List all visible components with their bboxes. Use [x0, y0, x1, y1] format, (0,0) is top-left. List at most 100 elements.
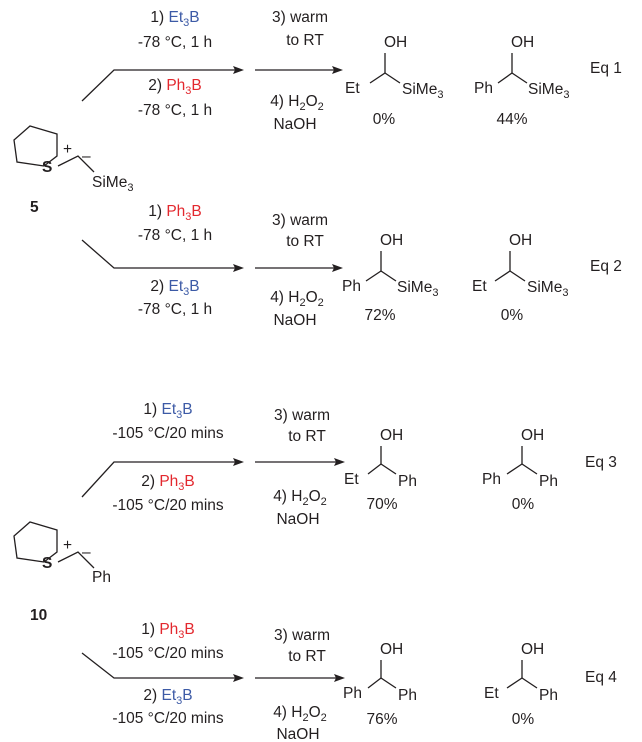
- eq3-prodB-bonds: [506, 463, 538, 475]
- eq1-step4b: NaOH: [273, 116, 316, 133]
- thiolane-ring-10: [13, 521, 58, 563]
- eq3-prodA-bonds: [367, 463, 397, 475]
- eq4-prodA-ph-left: Ph: [343, 685, 362, 702]
- reagent-10-ph: Ph: [92, 569, 111, 586]
- eq4-yield-a: 76%: [366, 711, 397, 728]
- eq3-cond1: -105 °C/20 mins: [112, 425, 224, 442]
- eq1-step4: 4) H2O2: [270, 93, 324, 113]
- reagent-10-structure: S + – Ph 10: [13, 521, 111, 624]
- eq1-label: Eq 1: [590, 60, 622, 77]
- reagent-5-label: 5: [30, 199, 39, 216]
- eq3-step2: 2) Ph3B: [141, 473, 195, 493]
- eq4-yield-b: 0%: [512, 711, 535, 728]
- eq2-cond2: -78 °C, 1 h: [138, 301, 212, 318]
- eq4-arrowhead: [233, 674, 244, 682]
- eq3-prodA-et: Et: [344, 471, 359, 488]
- eq2-label: Eq 2: [590, 258, 622, 275]
- eq3-prodB-ph-left: Ph: [482, 471, 501, 488]
- eq3-step4b: NaOH: [276, 511, 319, 528]
- eq3-prodA-ph: Ph: [398, 473, 417, 490]
- eq1-prodB-ph: Ph: [474, 80, 493, 97]
- eq2-prodB-et: Et: [472, 278, 487, 295]
- eq3-workup-arrowhead: [334, 458, 345, 466]
- eq2-step1: 1) Ph3B: [148, 203, 202, 223]
- equation-2: 1) Ph3B -78 °C, 1 h 2) Et3B -78 °C, 1 h …: [81, 203, 622, 329]
- eq2-step4b: NaOH: [273, 312, 316, 329]
- equation-1: 1) Et3B -78 °C, 1 h 2) Ph3B -78 °C, 1 h …: [81, 9, 622, 133]
- eq1-step1: 1) Et3B: [150, 9, 199, 29]
- eq1-arrow-shaft: [81, 69, 236, 102]
- thiolane-ring-5: [13, 125, 58, 167]
- eq1-prodA-si: SiMe3: [402, 81, 443, 101]
- eq4-step3b: to RT: [288, 648, 326, 665]
- reagent-10-plus: +: [63, 537, 72, 554]
- eq2-yield-b: 0%: [501, 307, 524, 324]
- eq2-prodB-oh: OH: [509, 232, 532, 249]
- eq2-arrow-shaft: [81, 239, 236, 269]
- eq1-arrowhead: [233, 66, 244, 74]
- eq2-prodA-oh: OH: [380, 232, 403, 249]
- eq3-prodB-oh: OH: [521, 427, 544, 444]
- eq1-prodB-oh: OH: [511, 34, 534, 51]
- eq2-step3b: to RT: [286, 233, 324, 250]
- eq1-prodB-bonds: [497, 72, 528, 84]
- eq1-prodA-et: Et: [345, 80, 360, 97]
- eq2-step4: 4) H2O2: [270, 289, 324, 309]
- eq3-yield-b: 0%: [512, 496, 535, 513]
- eq4-step2: 2) Et3B: [143, 687, 192, 707]
- eq2-prodA-ph: Ph: [342, 278, 361, 295]
- eq3-arrow-shaft: [81, 461, 236, 498]
- eq4-step3: 3) warm: [274, 627, 330, 644]
- eq2-prodA-si: SiMe3: [397, 279, 438, 299]
- equation-3: 1) Et3B -105 °C/20 mins 2) Ph3B -105 °C/…: [81, 401, 617, 528]
- eq3-step1: 1) Et3B: [143, 401, 192, 421]
- reagent-5-ch2: [57, 155, 95, 173]
- reagent-5-minus: –: [82, 148, 91, 165]
- eq4-label: Eq 4: [585, 669, 617, 686]
- eq2-prodA-bonds: [365, 270, 397, 282]
- eq4-step4: 4) H2O2: [273, 704, 327, 724]
- eq2-cond1: -78 °C, 1 h: [138, 227, 212, 244]
- eq4-prodB-ph: Ph: [539, 687, 558, 704]
- eq3-step3b: to RT: [288, 428, 326, 445]
- eq1-yield-b: 44%: [496, 111, 527, 128]
- reagent-10-label: 10: [30, 607, 47, 624]
- eq1-prodA-oh: OH: [384, 34, 407, 51]
- reagent-10-minus: –: [82, 544, 91, 561]
- eq4-cond2: -105 °C/20 mins: [112, 710, 224, 727]
- eq3-prodA-oh: OH: [380, 427, 403, 444]
- eq1-prodB-si: SiMe3: [528, 81, 569, 101]
- eq2-arrowhead: [233, 264, 244, 272]
- eq3-prodB-ph-right: Ph: [539, 473, 558, 490]
- reagent-10-ch2: [57, 551, 95, 569]
- eq4-prodB-et: Et: [484, 685, 499, 702]
- eq1-yield-a: 0%: [373, 111, 396, 128]
- eq1-workup-arrowhead: [332, 66, 343, 74]
- eq2-workup-arrowhead: [332, 264, 343, 272]
- reagent-5-plus: +: [63, 141, 72, 158]
- eq2-step3: 3) warm: [272, 212, 328, 229]
- eq2-prodB-bonds: [494, 270, 526, 282]
- eq4-cond1: -105 °C/20 mins: [112, 645, 224, 662]
- eq2-prodB-si: SiMe3: [527, 279, 568, 299]
- reagent-5-si: SiMe3: [92, 174, 133, 194]
- eq3-label: Eq 3: [585, 454, 617, 471]
- eq4-prodA-oh: OH: [380, 641, 403, 658]
- eq1-step2: 2) Ph3B: [148, 77, 202, 97]
- eq4-prodA-ph-right: Ph: [398, 687, 417, 704]
- eq1-step3b: to RT: [286, 32, 324, 49]
- eq4-prodB-oh: OH: [521, 641, 544, 658]
- reagent-5-s: S: [42, 159, 52, 176]
- eq2-yield-a: 72%: [364, 307, 395, 324]
- eq4-step4b: NaOH: [276, 726, 319, 742]
- eq4-arrow-shaft: [81, 652, 236, 679]
- reagent-10-s: S: [42, 555, 52, 572]
- eq1-cond1: -78 °C, 1 h: [138, 34, 212, 51]
- eq3-arrowhead: [233, 458, 244, 466]
- eq1-cond2: -78 °C, 1 h: [138, 102, 212, 119]
- eq3-cond2: -105 °C/20 mins: [112, 497, 224, 514]
- eq1-step3: 3) warm: [272, 9, 328, 26]
- eq4-prodB-bonds: [506, 677, 538, 689]
- reagent-5-structure: S + – SiMe3 5: [13, 125, 133, 216]
